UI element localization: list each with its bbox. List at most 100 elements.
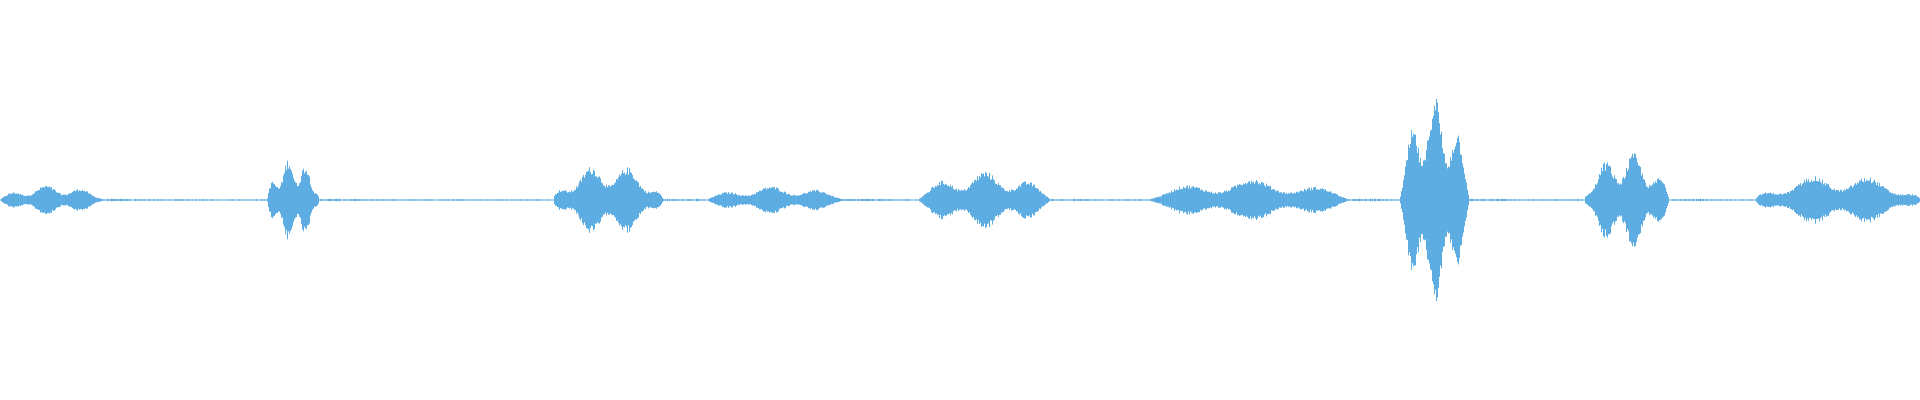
waveform-sample	[332, 199, 333, 201]
waveform-sample	[708, 199, 709, 201]
waveform-sample	[1192, 186, 1193, 214]
waveform-sample	[1832, 189, 1833, 211]
waveform-sample	[807, 193, 808, 207]
waveform-sample	[1289, 193, 1290, 207]
waveform-sample	[42, 187, 43, 213]
waveform-sample	[594, 170, 595, 230]
waveform-sample	[1016, 188, 1017, 212]
waveform-sample	[79, 190, 80, 210]
waveform-sample	[917, 199, 918, 201]
waveform-sample	[521, 199, 522, 201]
waveform-sample	[1030, 182, 1031, 218]
waveform-sample	[894, 199, 895, 201]
waveform-sample	[476, 199, 477, 201]
waveform-sample	[1072, 199, 1073, 201]
waveform-sample	[465, 199, 466, 201]
waveform-sample	[251, 199, 252, 201]
waveform-sample	[1404, 175, 1405, 225]
waveform-sample	[61, 195, 62, 205]
waveform-sample	[1244, 184, 1245, 216]
waveform-sample	[213, 199, 214, 201]
waveform-sample	[1793, 190, 1794, 210]
waveform-sample	[1495, 199, 1496, 201]
waveform-sample	[91, 194, 92, 206]
waveform-sample	[1708, 199, 1709, 201]
waveform-sample	[129, 198, 130, 202]
waveform-sample	[1359, 198, 1360, 202]
waveform-sample	[1743, 199, 1744, 201]
waveform-sample	[623, 173, 624, 227]
waveform-sample	[1781, 194, 1782, 206]
waveform-sample	[855, 199, 856, 201]
waveform-sample	[15, 193, 16, 207]
waveform-sample	[346, 199, 347, 201]
waveform-sample	[138, 199, 139, 201]
waveform-sample	[272, 181, 273, 219]
waveform-sample	[700, 199, 701, 201]
waveform-sample	[535, 199, 536, 201]
waveform-sample	[1616, 179, 1617, 221]
waveform-sample	[318, 196, 319, 204]
waveform-sample	[586, 171, 587, 229]
waveform-sample	[1246, 184, 1247, 216]
waveform-sample	[1498, 198, 1499, 202]
waveform-sample	[1295, 193, 1296, 207]
waveform-sample	[1050, 199, 1051, 201]
waveform-sample	[25, 195, 26, 205]
waveform-sample	[1778, 194, 1779, 206]
waveform-sample	[522, 199, 523, 201]
waveform-sample	[1464, 173, 1465, 227]
waveform-sample	[689, 199, 690, 201]
waveform-sample	[753, 194, 754, 206]
waveform-sample	[621, 173, 622, 227]
waveform-sample	[905, 199, 906, 201]
waveform-sample	[616, 178, 617, 222]
waveform-sample	[1752, 199, 1753, 201]
waveform-sample	[1007, 191, 1008, 209]
waveform-sample	[78, 191, 79, 209]
waveform-sample	[961, 189, 962, 211]
waveform-sample	[1079, 199, 1080, 201]
waveform-sample	[1181, 188, 1182, 212]
waveform-sample	[1315, 186, 1316, 214]
waveform-sample	[1354, 198, 1355, 202]
waveform-sample	[1305, 189, 1306, 211]
waveform-sample	[1821, 183, 1822, 217]
waveform-sample	[1774, 194, 1775, 206]
waveform-sample	[953, 188, 954, 212]
waveform-sample	[36, 191, 37, 209]
waveform-sample	[1855, 182, 1856, 218]
waveform-sample	[910, 199, 911, 201]
waveform-sample	[1386, 198, 1387, 202]
waveform-sample	[297, 185, 298, 215]
waveform-sample	[112, 198, 113, 202]
waveform-sample	[1613, 178, 1614, 222]
waveform-sample	[1445, 163, 1446, 237]
waveform-sample	[585, 174, 586, 226]
waveform-sample	[841, 198, 842, 202]
waveform-sample	[1378, 198, 1379, 202]
waveform-sample	[1566, 199, 1567, 201]
waveform-sample	[1888, 190, 1889, 210]
waveform-sample	[886, 199, 887, 201]
waveform-sample	[100, 198, 101, 202]
waveform-sample	[1479, 199, 1480, 201]
waveform-sample	[419, 199, 420, 201]
waveform-sample	[1228, 190, 1229, 210]
waveform-sample	[843, 199, 844, 201]
waveform-sample	[755, 194, 756, 206]
waveform-sample	[951, 186, 952, 214]
waveform-sample	[806, 193, 807, 207]
waveform-sample	[378, 199, 379, 201]
waveform-sample	[1368, 199, 1369, 201]
waveform-sample	[801, 194, 802, 206]
waveform-sample	[1518, 199, 1519, 201]
waveform-sample	[1348, 199, 1349, 201]
waveform-sample	[504, 199, 505, 201]
waveform-sample	[1170, 192, 1171, 208]
waveform-sample	[1474, 199, 1475, 201]
waveform-sample	[897, 199, 898, 201]
waveform-sample	[183, 199, 184, 201]
waveform-sample	[1517, 199, 1518, 201]
waveform-sample	[954, 189, 955, 211]
